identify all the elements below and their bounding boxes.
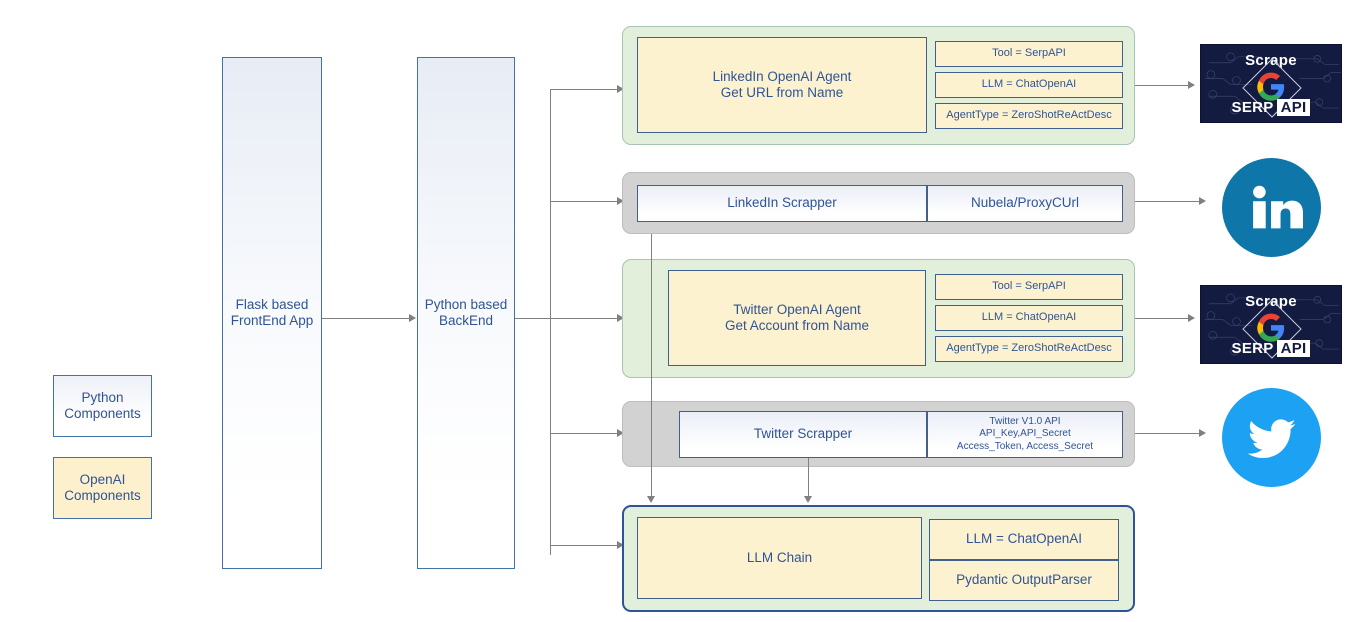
backend-box: Python based BackEnd [417, 57, 515, 569]
connector-bus-row2 [550, 201, 619, 203]
arrow-twitter-scrapper-to-llmchain [804, 496, 812, 503]
legend-python-label: Python Components [64, 389, 141, 421]
linkedin-agent-config-tool-label: Tool = SerpAPI [992, 47, 1066, 60]
llm-chain-config-llm-label: LLM = ChatOpenAI [966, 531, 1082, 547]
arrow-bus-row2 [617, 197, 624, 205]
linkedin-agent-config-llm-label: LLM = ChatOpenAI [981, 78, 1077, 91]
google-g-icon-bottom [1257, 313, 1285, 342]
twitter-agent-main: Twitter OpenAI Agent Get Account from Na… [668, 270, 926, 366]
serpapi-serp-text-top: SERP [1231, 99, 1274, 116]
legend-openai-label: OpenAI Components [64, 471, 141, 503]
llm-chain-main-label: LLM Chain [746, 549, 813, 565]
serpapi-scrape-text-bottom: Scrape [1245, 293, 1297, 310]
linkedin-scrapper-side-label: Nubela/ProxyCUrl [970, 195, 1080, 211]
twitter-bird-icon [1247, 418, 1296, 458]
serpapi-api-badge-bottom: API [1276, 340, 1311, 357]
arrow-row2-to-linkedin [1199, 197, 1206, 205]
connector-frontend-to-backend [322, 318, 410, 320]
serpapi-logo-top: Scrape SERP API [1200, 44, 1342, 123]
connector-row2-to-linkedin [1135, 201, 1201, 203]
frontend-app-box: Flask based FrontEnd App [222, 57, 322, 569]
twitter-agent-config-llm: LLM = ChatOpenAI [935, 305, 1123, 331]
linkedin-agent-config-tool: Tool = SerpAPI [935, 41, 1123, 67]
circuit-trace-decoration [1204, 52, 1341, 115]
linkedin-agent-config-agenttype-label: AgentType = ZeroShotReActDesc [946, 109, 1112, 122]
arrow-row4-to-twitter [1199, 429, 1206, 437]
twitter-agent-config-llm-label: LLM = ChatOpenAI [981, 311, 1077, 324]
linkedin-scrapper-side: Nubela/ProxyCUrl [927, 185, 1123, 222]
twitter-agent-config-tool-label: Tool = SerpAPI [992, 280, 1066, 293]
backend-label: Python based BackEnd [424, 296, 508, 328]
linkedin-agent-main-label: LinkedIn OpenAI Agent Get URL from Name [712, 68, 852, 100]
arrow-row1-to-serpapi [1188, 81, 1195, 89]
linkedin-agent-main: LinkedIn OpenAI Agent Get URL from Name [637, 37, 927, 133]
twitter-scrapper-side-label: Twitter V1.0 API API_Key,API_Secret Acce… [956, 416, 1094, 452]
twitter-agent-config-tool: Tool = SerpAPI [935, 274, 1123, 300]
linkedin-in-icon [1252, 185, 1303, 228]
circuit-trace-decoration-bottom [1204, 293, 1341, 356]
connector-bus-row5 [550, 545, 619, 547]
twitter-scrapper-side: Twitter V1.0 API API_Key,API_Secret Acce… [927, 411, 1123, 458]
connector-bus-row1 [550, 89, 619, 91]
twitter-agent-config-agenttype-label: AgentType = ZeroShotReActDesc [946, 342, 1112, 355]
legend-openai-components: OpenAI Components [53, 457, 152, 519]
linkedin-agent-config-agenttype: AgentType = ZeroShotReActDesc [935, 103, 1123, 129]
arrow-row3-to-serpapi [1188, 314, 1195, 322]
llm-chain-main: LLM Chain [637, 517, 922, 599]
arrow-bus-row1 [617, 85, 624, 93]
serpapi-serp-text-bottom: SERP [1231, 340, 1274, 357]
connector-vertical-bus [550, 89, 552, 555]
connector-twitter-scrapper-to-llmchain [808, 458, 810, 498]
llm-chain-config-parser: Pydantic OutputParser [929, 560, 1119, 601]
linkedin-scrapper-main-label: LinkedIn Scrapper [727, 195, 837, 211]
frontend-app-label: Flask based FrontEnd App [230, 296, 314, 328]
arrow-bus-row4 [617, 429, 624, 437]
connector-backend-to-bus [515, 318, 551, 320]
arrow-linkedin-scrapper-to-llmchain [647, 496, 655, 503]
llm-chain-config-llm: LLM = ChatOpenAI [929, 519, 1119, 560]
llm-chain-config-parser-label: Pydantic OutputParser [956, 572, 1092, 588]
twitter-logo [1222, 388, 1321, 487]
connector-row4-to-twitter [1135, 433, 1201, 435]
twitter-scrapper-main: Twitter Scrapper [679, 411, 927, 458]
twitter-agent-config-agenttype: AgentType = ZeroShotReActDesc [935, 336, 1123, 362]
twitter-scrapper-main-label: Twitter Scrapper [753, 426, 853, 442]
serpapi-api-badge-top: API [1276, 99, 1311, 116]
serpapi-logo-bottom: Scrape SERP API [1200, 285, 1342, 364]
connector-row1-to-serpapi [1135, 85, 1190, 87]
linkedin-logo [1222, 158, 1321, 257]
twitter-agent-main-label: Twitter OpenAI Agent Get Account from Na… [724, 301, 870, 333]
arrow-bus-row3 [617, 314, 624, 322]
connector-row3-to-serpapi [1135, 318, 1190, 320]
linkedin-scrapper-main: LinkedIn Scrapper [637, 185, 927, 222]
arrow-frontend-to-backend [409, 314, 416, 322]
serpapi-scrape-text-top: Scrape [1245, 52, 1297, 69]
serpapi-bottom-text-bottom: SERP API [1201, 340, 1341, 357]
linkedin-agent-config-llm: LLM = ChatOpenAI [935, 72, 1123, 98]
arrow-bus-row5 [617, 541, 624, 549]
serpapi-bottom-text-top: SERP API [1201, 99, 1341, 116]
connector-linkedin-scrapper-to-llmchain [651, 234, 653, 498]
google-g-icon-top [1257, 72, 1285, 101]
connector-bus-row3 [550, 318, 619, 320]
connector-bus-row4 [550, 433, 619, 435]
legend-python-components: Python Components [53, 375, 152, 437]
